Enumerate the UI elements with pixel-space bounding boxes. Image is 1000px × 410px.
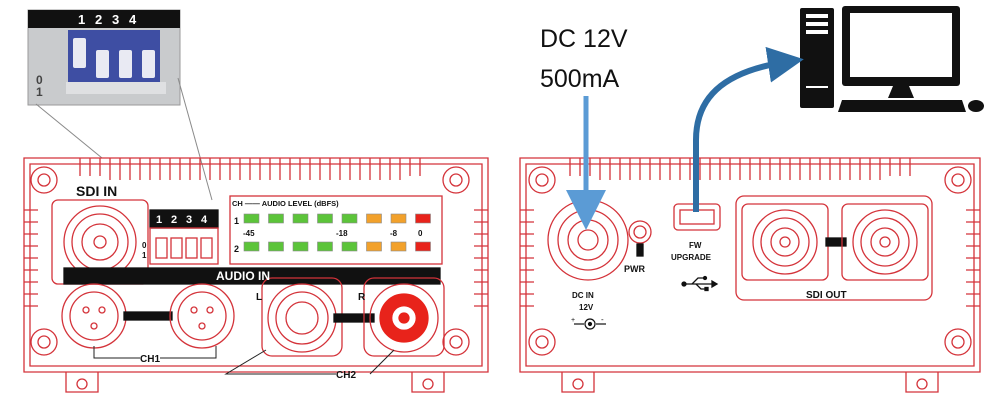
pwr-led — [628, 220, 652, 257]
audio-l-label: L — [256, 292, 262, 303]
meter-scale-0: 0 — [418, 229, 423, 238]
led-ch1-segment-1 — [243, 213, 260, 224]
inset-callout-line-left — [35, 103, 103, 159]
inset-dip-toggle-4 — [142, 50, 155, 78]
led-ch1-segment-7 — [390, 213, 407, 224]
sdi-out-label: SDI OUT — [806, 290, 847, 301]
ch2-label: CH2 — [336, 370, 356, 381]
dc-supply-voltage-label: DC 12V — [540, 25, 628, 53]
pwr-label: PWR — [624, 264, 645, 274]
inset-dip-toggle-1 — [73, 38, 86, 68]
audio-r-label: R — [358, 292, 366, 303]
inset-dip-number-1: 1 — [78, 12, 85, 27]
inset-dip-number-3: 3 — [112, 12, 119, 27]
led-ch1-segment-3 — [292, 213, 309, 224]
led-ch1-segment-2 — [268, 213, 284, 224]
front-dip-side-1: 1 — [142, 251, 147, 260]
led-ch2-segment-6 — [366, 241, 382, 252]
dip-switch-inset: 1 2 3 4 0 1 — [27, 9, 181, 106]
rear-panel — [519, 157, 981, 393]
inset-dip-number-4: 4 — [129, 12, 137, 27]
inset-dip-toggle-3 — [119, 50, 132, 78]
meter-scale-minus18: -18 — [336, 229, 348, 238]
led-ch2-segment-3 — [292, 241, 309, 252]
computer-icon — [800, 6, 984, 112]
rca-connector-right — [363, 277, 445, 357]
fw-upgrade-label-line2: UPGRADE — [671, 253, 712, 262]
led-ch1-segment-6 — [366, 213, 382, 224]
front-dip-number-3: 3 — [186, 214, 192, 226]
fw-upgrade-label-line1: FW — [689, 241, 702, 250]
inset-callout-line-right — [177, 77, 213, 201]
svg-text:-: - — [601, 315, 604, 324]
dc-in-label-line1: DC IN — [572, 291, 594, 300]
led-ch2-segment-4 — [317, 241, 333, 252]
svg-text:+: + — [571, 317, 575, 324]
sdi-in-label: SDI IN — [76, 183, 117, 199]
rear-panel-fins — [569, 158, 911, 180]
front-dip-number-1: 1 — [156, 214, 162, 226]
led-ch1-segment-5 — [341, 213, 358, 224]
led-meter-ch2 — [243, 241, 431, 252]
led-ch2-segment-2 — [268, 241, 284, 252]
dc-in-label-line2: 12V — [579, 303, 594, 312]
led-ch2-segment-1 — [243, 241, 260, 252]
led-ch1-segment-4 — [317, 213, 333, 224]
front-panel-fins — [79, 158, 421, 180]
led-ch2-segment-8 — [415, 241, 431, 252]
inset-dip-toggle-2 — [96, 50, 109, 78]
inset-dip-number-2: 2 — [95, 12, 102, 27]
meter-scale-minus8: -8 — [390, 229, 398, 238]
rear-panel-screws — [528, 166, 972, 356]
meter-ch1-label: 1 — [234, 216, 239, 226]
front-dip-side-0: 0 — [142, 241, 147, 250]
inset-dip-side-1: 1 — [36, 85, 43, 99]
dc-polarity-icon: + - — [571, 315, 606, 330]
xlr-connector-ch1-right — [169, 283, 235, 349]
sdi-out-frame — [735, 195, 933, 301]
led-ch2-segment-7 — [390, 241, 407, 252]
sdi-out-bnc-left — [741, 203, 829, 281]
front-dip-number-2: 2 — [171, 214, 177, 226]
audio-in-label: AUDIO IN — [216, 269, 270, 283]
led-ch2-segment-5 — [341, 241, 358, 252]
dc-supply-current-label: 500mA — [540, 65, 620, 93]
front-panel-screws — [30, 166, 470, 356]
inset-dip-side-0: 0 — [36, 73, 43, 87]
rear-panel-outline — [519, 157, 981, 373]
dc-in-connector — [547, 199, 629, 281]
sdi-out-bnc-right — [841, 203, 929, 281]
usb-icon — [681, 275, 719, 292]
front-panel-outline — [23, 157, 489, 373]
meter-ch2-label: 2 — [234, 244, 239, 254]
audio-level-meter-frame — [229, 195, 443, 265]
led-meter-ch1 — [243, 213, 431, 224]
front-panel — [23, 157, 489, 393]
led-ch1-segment-8 — [415, 213, 431, 224]
rca-connector-left — [261, 277, 343, 357]
front-dip-number-4: 4 — [201, 214, 208, 226]
ch1-label: CH1 — [140, 354, 160, 365]
usb-to-computer-arrow — [693, 46, 804, 212]
xlr-connector-ch1-left — [61, 283, 127, 349]
audio-level-title: CH —— AUDIO LEVEL (dBFS) — [232, 199, 339, 208]
audio-in-bar — [63, 267, 441, 285]
meter-scale-minus45: -45 — [243, 229, 255, 238]
front-dip-switch — [149, 209, 219, 265]
